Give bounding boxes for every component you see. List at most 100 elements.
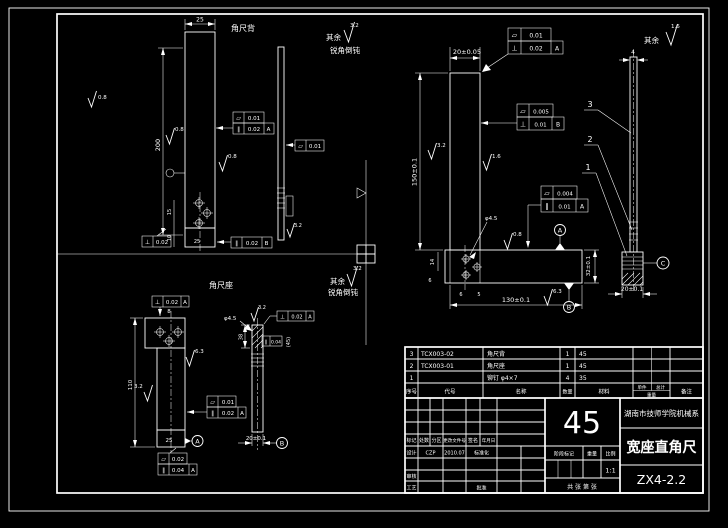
drawing-number: ZX4-2.2	[637, 472, 686, 487]
roughness-icon	[165, 127, 175, 146]
part-no: 1	[410, 375, 414, 382]
gdt-symbol: ⊥	[511, 45, 517, 53]
gdt-value: 0.02	[222, 411, 234, 417]
gdt-symbol: ⊥	[145, 239, 150, 246]
dim-bottom: 25	[194, 239, 200, 245]
gdt-value: 0.02	[246, 241, 258, 247]
dim-text: 130±0.1	[502, 296, 530, 304]
stage-mark-label: 阶段标记	[554, 451, 574, 458]
dim-assembly-length: 130±0.1	[449, 285, 583, 309]
view-seat-section: φ4.5 38 ⊥ 0.02 A ∥ 0.04 (45) 3.2	[224, 305, 315, 450]
roughness-icon	[427, 142, 437, 161]
side-seat-outline	[621, 251, 644, 286]
col-mark: 标记	[406, 437, 416, 444]
col-code: 代号	[444, 388, 456, 396]
roughness-icon	[250, 306, 259, 323]
roughness-value: 3.2	[437, 143, 446, 149]
datum-letter: A	[558, 227, 563, 235]
title-block: 3 TCX003-02 角尺背 1 45 2 TCX003-01 角尺座 1 4…	[404, 346, 704, 494]
roughness-icon	[482, 153, 492, 172]
datum-b: B	[563, 283, 575, 313]
signature-rows: 设计 CZP 2010.07 标准化 审核 工艺 批准	[406, 450, 489, 492]
gdt-datum-ref: A	[191, 468, 195, 474]
surface-note-top-left: 其余 3.2 锐角倒钝	[326, 21, 360, 55]
part-material: 35	[579, 375, 587, 382]
dim-text: 150±0.1	[411, 158, 419, 186]
dim-text: 25	[196, 17, 204, 24]
gdt-symbol: ⊥	[155, 299, 160, 306]
col-date: 年月日	[482, 437, 496, 444]
col-unit: 单件	[638, 384, 647, 391]
revision-header: 标记 处数 分区 更改文件号 签名 年月日	[406, 437, 495, 444]
dim-width: 20±0.1	[246, 436, 266, 442]
col-qty: 数量	[562, 389, 572, 396]
gdt-value: 0.01	[222, 400, 234, 406]
gdt-symbol: ▱	[544, 190, 550, 198]
tolerance-frame: ∥ 0.04	[261, 335, 283, 347]
part-material: 45	[579, 351, 587, 358]
gdt-value: 0.02	[529, 46, 543, 53]
sheet-info: 共 张 第 张	[567, 483, 597, 491]
center-mark	[57, 160, 376, 345]
tolerance-frame: ▱ 0.01 ∥ 0.02 A	[216, 111, 275, 135]
sheet-border	[8, 7, 710, 512]
roughness-value: 0.8	[175, 127, 184, 133]
view-assembly-side: 4 20±0.1 3 2 1 C	[582, 49, 670, 298]
datum-letter: A	[195, 438, 200, 446]
gdt-datum-ref: A	[555, 46, 560, 53]
col-sign: 签名	[468, 437, 478, 444]
dim-s4: 5	[477, 292, 480, 298]
dim-text: 110	[128, 379, 134, 390]
hatch	[621, 272, 644, 286]
gdt-value: 0.005	[533, 110, 549, 116]
part-name: 角尺背	[487, 350, 505, 358]
datum-c: C	[643, 256, 670, 270]
gdt-symbol: ▱	[236, 115, 241, 122]
view-label: 角尺背	[231, 23, 255, 33]
roughness-icon	[87, 90, 97, 109]
gdt-value: 0.02	[291, 315, 302, 321]
datum-a: A	[185, 435, 204, 447]
dim-assembly-blade-width: 20±0.05	[449, 47, 481, 71]
organization: 湖南市技师学院机械系	[624, 408, 699, 418]
design-signature: CZP	[426, 451, 436, 457]
datum-letter: B	[567, 304, 571, 312]
gdt-value: 0.04	[172, 468, 185, 474]
rest-note: 锐角倒钝	[328, 287, 358, 297]
parts-row-2: 2 TCX003-01 角尺座 1 45	[410, 362, 587, 370]
part-code: TCX003-02	[420, 351, 454, 358]
dim-foot2: 10	[167, 235, 173, 241]
gdt-value: 0.04	[271, 340, 281, 346]
view-seat: 角尺座 8 110 ⊥ 0.02 A ▱ 0	[128, 280, 315, 476]
part-code: TCX003-01	[420, 363, 454, 370]
scale-label: 比例	[605, 451, 615, 458]
part-material: 45	[579, 363, 587, 370]
col-remark: 备注	[681, 388, 693, 396]
parts-row-1: 1 铆钉 φ4×7 4 35	[410, 374, 587, 382]
roughness-icon	[185, 349, 195, 368]
material-value: 45	[563, 406, 601, 441]
stage-row: 阶段标记 重量 比例 1:1 共 张 第 张	[554, 451, 616, 492]
role-approve: 批准	[476, 485, 486, 492]
dim-ref: (45)	[286, 337, 292, 347]
tolerance-frame: ⊥ 0.02 A	[151, 295, 190, 316]
tolerance-frame: ∥ 0.02 B	[217, 236, 273, 249]
datum-letter: C	[661, 260, 666, 268]
rivet-holes	[154, 326, 184, 347]
weight-label: 重量	[587, 451, 597, 458]
gdt-symbol: ▱	[512, 32, 518, 40]
gdt-symbol: ▱	[520, 108, 526, 116]
scale-value: 1:1	[605, 467, 615, 475]
dim-s3: 6	[459, 292, 462, 298]
col-zone: 分区	[431, 437, 441, 444]
part-qty: 1	[566, 363, 570, 370]
dim-side-top: 4	[631, 49, 635, 56]
gdt-value: 0.02	[166, 300, 178, 306]
rest-value: 3.2	[353, 266, 362, 272]
datum-a: A	[554, 224, 566, 250]
roughness-value: 1.6	[492, 154, 501, 160]
dim-base: 25	[166, 438, 173, 444]
part-qty: 1	[566, 351, 570, 358]
gdt-datum-ref: A	[308, 315, 312, 321]
part-name: 角尺座	[487, 362, 505, 370]
